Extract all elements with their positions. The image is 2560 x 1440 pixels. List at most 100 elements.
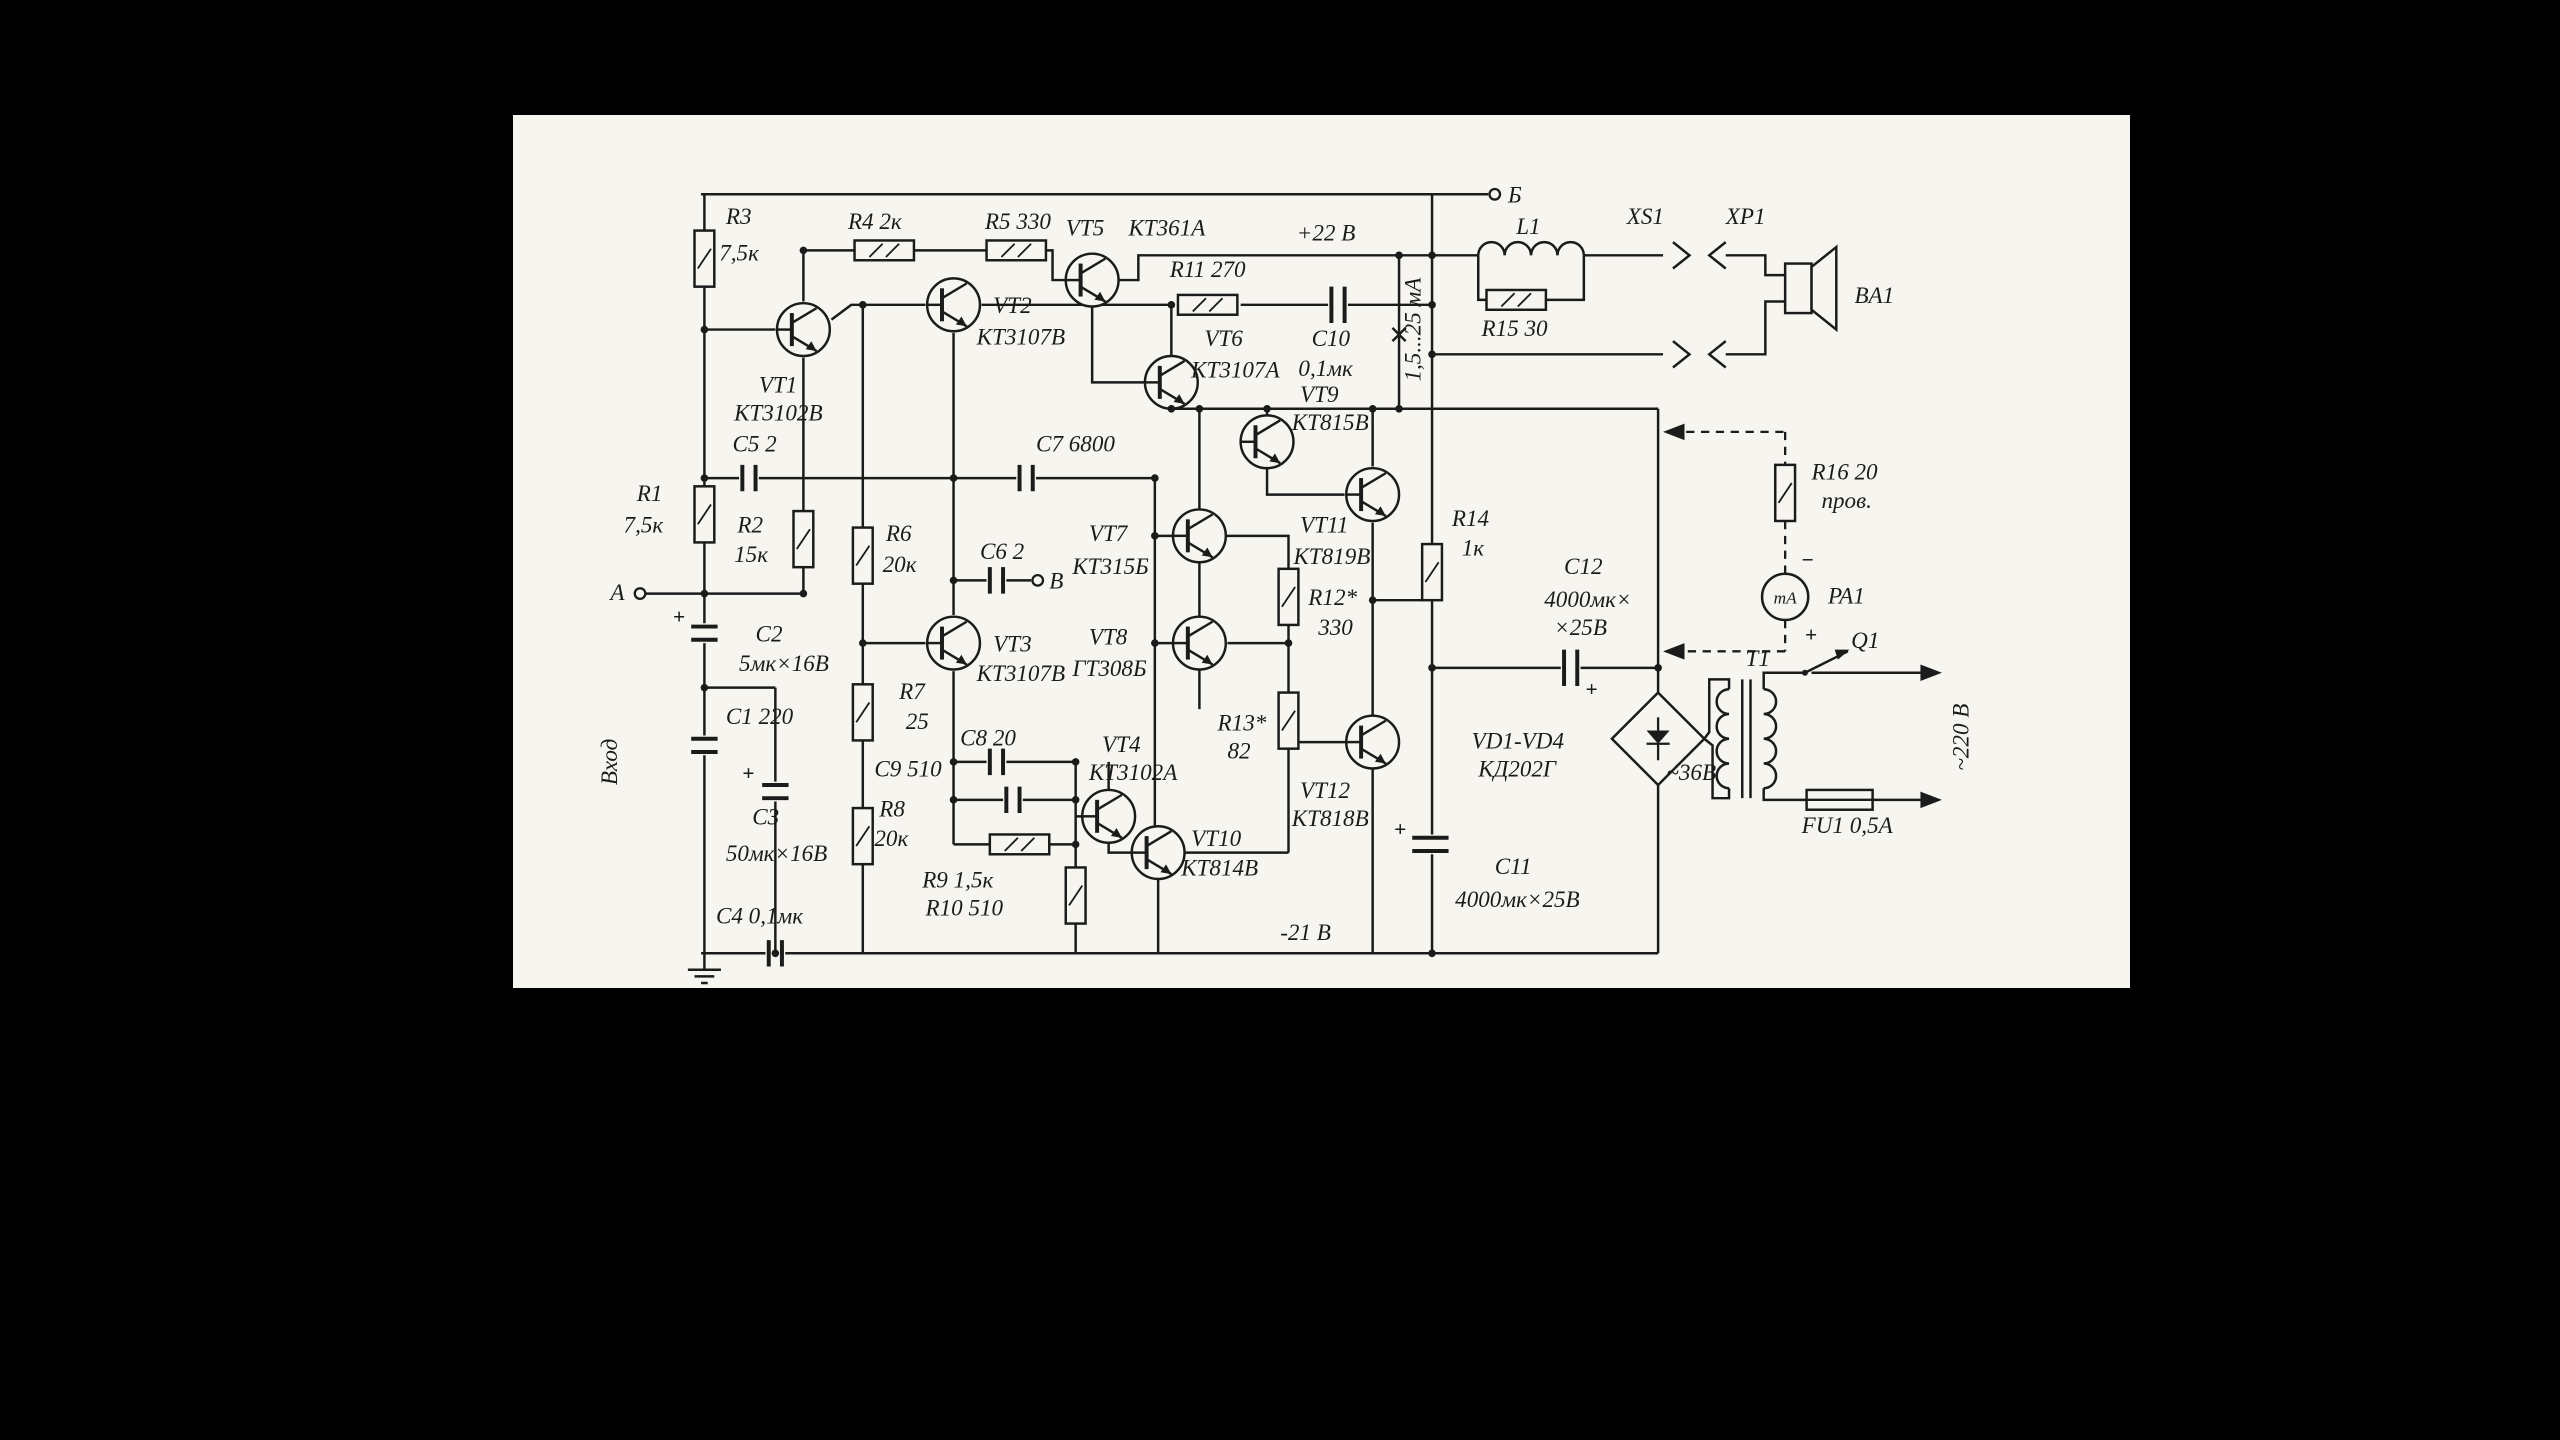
label-xs1: XS1 — [1626, 203, 1664, 229]
label-r3-value: 7,5к — [719, 239, 759, 265]
label-vt12-type: КТ818В — [1291, 805, 1369, 831]
label-vd-ref: VD1-VD4 — [1472, 728, 1565, 754]
label-vt2-ref: VT2 — [993, 292, 1032, 318]
label-fu1: FU1 0,5А — [1801, 812, 1894, 838]
label-c7: C7 6800 — [1036, 431, 1115, 457]
label-r10: R10 510 — [925, 894, 1004, 920]
label-r12-value: 330 — [1317, 614, 1353, 640]
c2-plus-mark: + — [673, 604, 685, 628]
label-r9: R9 1,5к — [921, 866, 993, 892]
resistor-r10 — [1064, 866, 1087, 925]
transformer-core — [1741, 679, 1752, 799]
label-rail-pos: +22 В — [1297, 219, 1356, 245]
terminal-a-input — [633, 587, 647, 601]
c11-plus-mark: + — [1394, 817, 1406, 841]
connector-contacts — [1672, 241, 1727, 369]
transistor-vt5 — [1063, 251, 1121, 309]
label-r13-value: 82 — [1227, 738, 1251, 764]
label-c4: C4 0,1мк — [716, 903, 803, 929]
inductor-l1-coil — [1477, 240, 1586, 256]
transistor-vt10 — [1129, 824, 1187, 882]
transistor-vt11 — [1344, 466, 1402, 523]
transistor-vt8 — [1171, 614, 1228, 672]
label-terminal-b-mid: В — [1049, 568, 1063, 594]
label-vt3-type: КТ3107В — [976, 660, 1065, 686]
transistor-vt2 — [925, 276, 982, 334]
label-c11-ref: C11 — [1495, 853, 1532, 879]
junction-dots — [700, 246, 1662, 958]
label-r12-ref: R12* — [1307, 584, 1357, 610]
label-xp1: XP1 — [1725, 203, 1766, 229]
arrowheads — [1663, 423, 1942, 809]
label-r13-ref: R13* — [1217, 710, 1267, 736]
labels: Б +22 В -21 В R3 7,5к R4 2к R5 330 VT5 К… — [596, 182, 1973, 946]
label-terminal-b: Б — [1507, 182, 1522, 208]
label-c1: C1 220 — [726, 703, 794, 729]
label-r3-ref: R3 — [725, 203, 752, 229]
label-r14-value: 1к — [1462, 535, 1485, 561]
label-r14-ref: R14 — [1451, 505, 1490, 531]
schematic-canvas: Б +22 В -21 В R3 7,5к R4 2к R5 330 VT5 К… — [596, 182, 1973, 985]
label-vt8-type: ГТ308Б — [1071, 655, 1147, 681]
label-vt10-type: КТ814В — [1180, 855, 1258, 881]
label-pa1-minus: − — [1802, 548, 1814, 572]
resistor-r6 — [851, 526, 874, 585]
label-c11-value: 4000мк×25В — [1455, 886, 1580, 912]
label-c6: C6 2 — [980, 538, 1025, 564]
label-r1-value: 7,5к — [624, 512, 664, 538]
measurement-dashed-wires — [1686, 430, 1787, 653]
label-r5: R5 330 — [984, 208, 1052, 234]
resistor-r16 — [1774, 463, 1797, 523]
resistor-r15 — [1485, 288, 1548, 312]
c3-plus-mark: + — [742, 761, 754, 785]
label-c2-ref: C2 — [756, 620, 783, 646]
terminals — [633, 187, 1502, 601]
label-c12-value2: ×25В — [1554, 614, 1607, 640]
transistor-vt9 — [1238, 413, 1296, 471]
transformer-winding-left — [1715, 688, 1730, 790]
label-r15: R15 30 — [1481, 315, 1549, 341]
label-r1-ref: R1 — [636, 480, 663, 506]
label-r4: R4 2к — [847, 208, 902, 234]
label-vt11-ref: VT11 — [1300, 512, 1348, 538]
label-q1: Q1 — [1851, 627, 1879, 653]
terminal-b-mid — [1031, 573, 1045, 587]
label-ba1: BA1 — [1854, 282, 1894, 308]
label-c12-ref: C12 — [1564, 553, 1603, 579]
label-vt5-ref: VT5 — [1066, 215, 1104, 241]
transistor-vt3 — [925, 614, 982, 672]
label-vt9-ref: VT9 — [1300, 381, 1339, 407]
transistor-vt1 — [775, 301, 832, 358]
resistor-r3 — [693, 229, 716, 288]
label-pa1: PA1 — [1827, 582, 1865, 608]
label-vt8-ref: VT8 — [1089, 624, 1128, 650]
label-r8-ref: R8 — [878, 795, 905, 821]
c12-plus-mark: + — [1586, 677, 1598, 701]
label-vt1-type: КТ3102В — [733, 399, 822, 425]
label-current-range: 1,5...25 мА — [1400, 277, 1426, 382]
label-pa1-unit: mA — [1774, 588, 1798, 607]
transistor-vt6 — [1142, 353, 1200, 411]
label-vt7-type: КТ315Б — [1071, 553, 1149, 579]
label-r16-ref: R16 20 — [1811, 459, 1879, 485]
resistor-r5 — [985, 239, 1048, 262]
transistor-vt7 — [1171, 507, 1228, 565]
speaker-ba1 — [1783, 244, 1838, 333]
schematic-panel: Б +22 В -21 В R3 7,5к R4 2к R5 330 VT5 К… — [513, 115, 2130, 988]
label-pa1-plus: + — [1805, 622, 1817, 646]
label-c9: C9 510 — [874, 756, 942, 782]
label-vt6-type: КТ3107А — [1190, 356, 1280, 382]
transistor-vt12 — [1344, 713, 1402, 771]
label-l1: L1 — [1515, 213, 1540, 239]
label-t1: T1 — [1746, 645, 1770, 671]
resistor-r13 — [1277, 691, 1300, 750]
label-r16-value: пров. — [1821, 487, 1871, 513]
label-secondary-voltage: ~36В — [1666, 759, 1716, 785]
resistor-r7 — [851, 683, 874, 742]
label-c10-value: 0,1мк — [1298, 355, 1353, 381]
label-terminal-a: А — [608, 579, 625, 605]
label-vt7-ref: VT7 — [1089, 520, 1129, 546]
label-vt11-type: КТ819В — [1292, 543, 1370, 569]
label-c8: C8 20 — [960, 724, 1016, 750]
